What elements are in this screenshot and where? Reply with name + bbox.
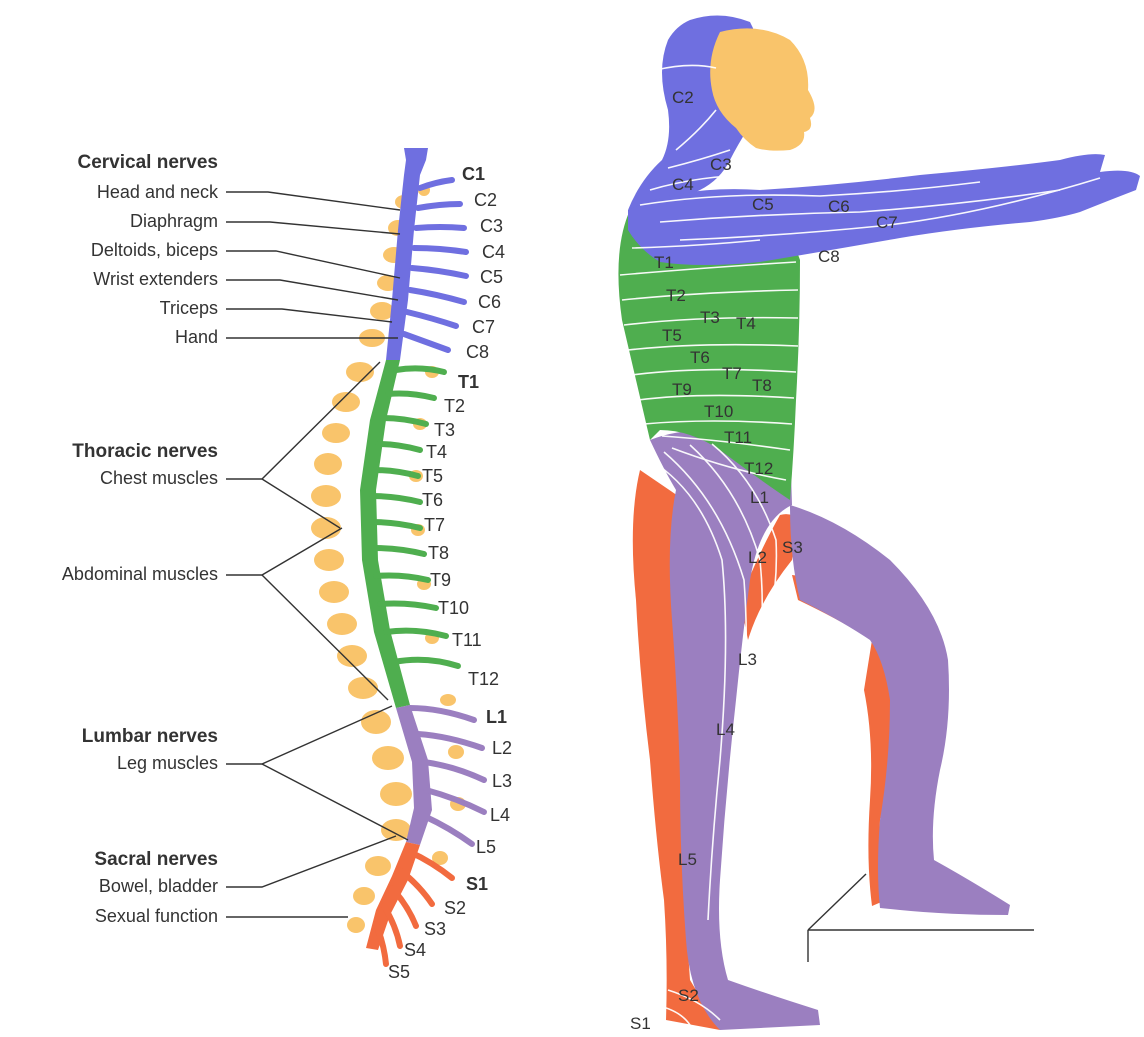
dermatome-label-t4: T4 — [736, 314, 756, 334]
dermatome-label-c6: C6 — [828, 197, 850, 217]
dermatome-label-t2: T2 — [666, 286, 686, 306]
function-label-deltoids: Deltoids, biceps — [91, 240, 218, 261]
nerve-label-s3: S3 — [424, 919, 446, 940]
function-label-triceps: Triceps — [160, 298, 218, 319]
function-label-abdominal: Abdominal muscles — [62, 564, 218, 585]
dermatome-label-l2: L2 — [748, 548, 767, 568]
dermatome-label-c5: C5 — [752, 195, 774, 215]
function-label-head-neck: Head and neck — [97, 182, 218, 203]
dermatome-label-t6: T6 — [690, 348, 710, 368]
nerve-label-c8: C8 — [466, 342, 489, 363]
nerve-label-t4: T4 — [426, 442, 447, 463]
nerve-label-l3: L3 — [492, 771, 512, 792]
dermatome-label-c7: C7 — [876, 213, 898, 233]
dermatome-label-l4: L4 — [716, 720, 735, 740]
nerve-label-c2: C2 — [474, 190, 497, 211]
dermatome-label-s1: S1 — [630, 1014, 651, 1034]
dermatome-label-l1: L1 — [750, 488, 769, 508]
dermatome-label-c3: C3 — [710, 155, 732, 175]
function-label-hand: Hand — [175, 327, 218, 348]
dermatome-label-s2: S2 — [678, 986, 699, 1006]
nerve-label-s4: S4 — [404, 940, 426, 961]
function-label-diaphragm: Diaphragm — [130, 211, 218, 232]
nerve-label-c7: C7 — [472, 317, 495, 338]
nerve-label-t10: T10 — [438, 598, 469, 619]
dermatome-label-t11: T11 — [724, 428, 752, 448]
nerve-label-l5: L5 — [476, 837, 496, 858]
nerve-label-l4: L4 — [490, 805, 510, 826]
nerve-label-l1: L1 — [486, 707, 507, 728]
group-label-sacral: Sacral nerves — [94, 849, 218, 871]
dermatome-label-t8: T8 — [752, 376, 772, 396]
function-label-wrist: Wrist extenders — [93, 269, 218, 290]
dermatome-label-c4: C4 — [672, 175, 694, 195]
dermatome-label-t9: T9 — [672, 380, 692, 400]
nerve-label-t1: T1 — [458, 372, 479, 393]
function-label-sexual: Sexual function — [95, 906, 218, 927]
nerve-label-s5: S5 — [388, 962, 410, 983]
dermatome-label-l3: L3 — [738, 650, 757, 670]
dermatome-label-l5: L5 — [678, 850, 697, 870]
function-label-bowel: Bowel, bladder — [99, 876, 218, 897]
dermatome-label-c2: C2 — [672, 88, 694, 108]
nerve-label-t8: T8 — [428, 543, 449, 564]
nerve-label-t12: T12 — [468, 669, 499, 690]
dermatome-label-t3: T3 — [700, 308, 720, 328]
nerve-label-c6: C6 — [478, 292, 501, 313]
nerve-label-t6: T6 — [422, 490, 443, 511]
dermatome-label-t7: T7 — [722, 364, 742, 384]
dermatome-label-t1: T1 — [654, 253, 674, 273]
nerve-label-c3: C3 — [480, 216, 503, 237]
nerve-label-t5: T5 — [422, 466, 443, 487]
dermatome-label-t12: T12 — [744, 459, 773, 479]
dermatome-label-t10: T10 — [704, 402, 733, 422]
function-label-chest: Chest muscles — [100, 468, 218, 489]
group-label-thoracic: Thoracic nerves — [72, 441, 218, 463]
group-label-lumbar: Lumbar nerves — [82, 726, 218, 748]
nerve-label-s1: S1 — [466, 874, 488, 895]
nerve-label-c4: C4 — [482, 242, 505, 263]
nerve-label-c5: C5 — [480, 267, 503, 288]
dermatome-label-c8: C8 — [818, 247, 840, 267]
nerve-label-t3: T3 — [434, 420, 455, 441]
dermatome-label-t5: T5 — [662, 326, 682, 346]
nerve-label-t11: T11 — [452, 630, 482, 651]
nerve-label-s2: S2 — [444, 898, 466, 919]
group-label-cervical: Cervical nerves — [78, 152, 219, 174]
nerve-label-t9: T9 — [430, 570, 451, 591]
function-label-leg: Leg muscles — [117, 753, 218, 774]
nerve-label-l2: L2 — [492, 738, 512, 759]
nerve-label-t2: T2 — [444, 396, 465, 417]
dermatome-lumbar-right-leg — [790, 505, 1010, 915]
nerve-label-t7: T7 — [424, 515, 445, 536]
nerve-label-c1: C1 — [462, 164, 485, 185]
dermatome-label-s3: S3 — [782, 538, 803, 558]
